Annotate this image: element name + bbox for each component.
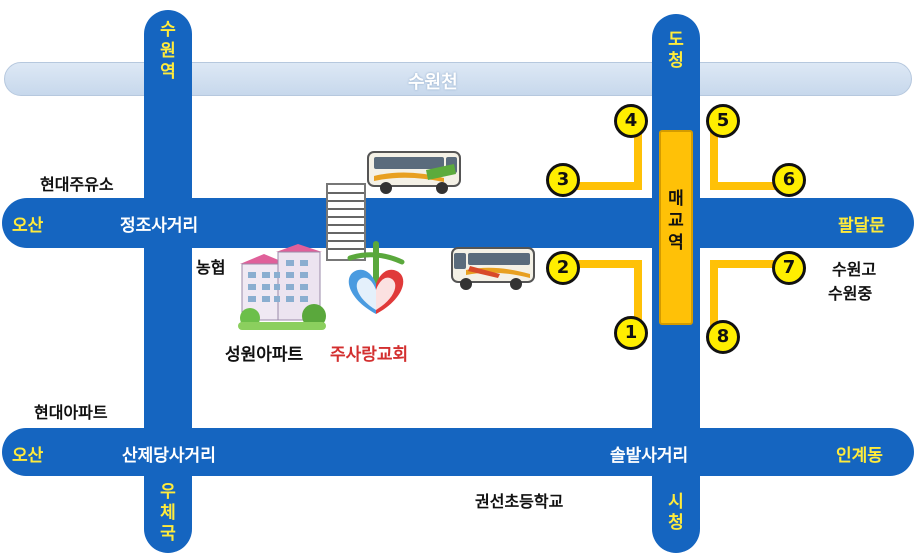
river: [4, 62, 912, 96]
exit-1-marker: 1: [614, 316, 648, 350]
left-top-destination: 수 원 역: [160, 20, 176, 82]
gas-station-label: 현대주유소: [40, 175, 114, 194]
church-logo-icon: [336, 240, 416, 330]
bus-icon: [450, 244, 536, 296]
school-east-1-label: 수원고: [832, 260, 877, 279]
apartment2-label: 현대아파트: [34, 403, 108, 422]
apartment-building-icon: [238, 244, 326, 334]
exit-4-marker: 4: [614, 104, 648, 138]
bank-label: 농협: [196, 258, 226, 277]
exit-5-marker: 5: [706, 104, 740, 138]
crosswalk-icon: [326, 183, 366, 261]
church-label: 주사랑교회: [330, 345, 409, 365]
school-east-2-label: 수원중: [828, 284, 873, 303]
upper-road-label: 정조사거리: [120, 216, 199, 236]
bus-icon: [366, 148, 462, 200]
exit-4-connector-v: [634, 120, 642, 190]
exit-8-connector-v: [710, 260, 718, 326]
exit-2-connector-h: [577, 260, 642, 268]
school-label: 권선초등학교: [475, 492, 564, 511]
exit-6-connector-h: [710, 182, 780, 190]
exit-1-connector-v: [634, 260, 642, 326]
exit-8-marker: 8: [706, 320, 740, 354]
upper-east-destination: 팔달문: [838, 216, 885, 236]
exit-6-marker: 6: [772, 163, 806, 197]
exit-3-connector-h: [577, 182, 642, 190]
lower-east-destination: 인계동: [836, 446, 883, 466]
lower-west-destination: 오산: [12, 446, 44, 466]
exit-2-marker: 2: [546, 251, 580, 285]
river-label: 수원천: [408, 72, 458, 93]
exit-5-connector-v: [710, 120, 718, 190]
lower-west-road-label: 산제당사거리: [122, 446, 216, 466]
right-top-destination: 도 청: [668, 30, 684, 71]
station-box: [659, 130, 693, 325]
right-bottom-destination: 시 청: [668, 492, 684, 533]
left-vertical-road: [144, 10, 192, 553]
left-bottom-destination: 우 체 국: [160, 482, 176, 544]
exit-7-connector-h: [710, 260, 780, 268]
lower-east-road-label: 솔밭사거리: [610, 446, 689, 466]
exit-7-marker: 7: [772, 251, 806, 285]
exit-3-marker: 3: [546, 163, 580, 197]
station-name: 매 교 역: [668, 189, 684, 253]
apartment-label: 성원아파트: [225, 345, 304, 365]
upper-west-destination: 오산: [12, 216, 44, 236]
